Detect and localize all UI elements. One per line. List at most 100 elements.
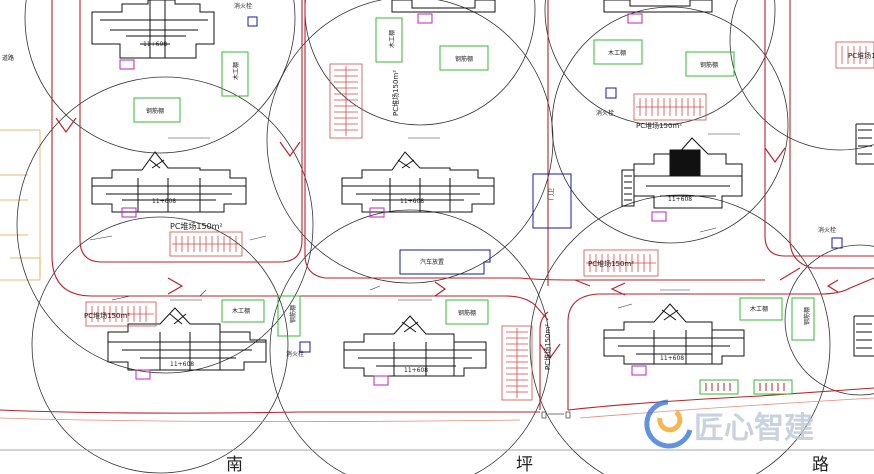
building-top-left <box>91 0 215 59</box>
crane-circle-11 <box>729 0 874 151</box>
rebar-shed-4 <box>277 295 301 337</box>
pc-yard-label-4: PC堆场150m² <box>588 259 634 268</box>
building-lower-center <box>343 315 487 377</box>
tower-crane-bases <box>119 13 667 386</box>
blue-facilities <box>247 16 843 353</box>
crane-base-6 <box>651 211 667 222</box>
rebar-shed-1 <box>133 97 181 123</box>
residential-buildings <box>91 0 874 377</box>
pc-yard-label-7: PC堆场150m² <box>848 51 874 60</box>
pc-yard-1 <box>169 231 243 257</box>
pc-yard-2 <box>329 63 363 139</box>
pc-yard-label-1: PC堆场150m² <box>170 221 223 231</box>
wood-shed-label-4: 木工棚 <box>232 307 250 315</box>
crane-base-4 <box>121 207 137 218</box>
crane-radius-circles <box>16 0 874 474</box>
rebar-shed-label-3: 钢筋棚 <box>700 61 718 69</box>
road-name-char-3: 路 <box>812 455 829 474</box>
rebar-shed-label-5: 钢筋棚 <box>458 309 476 317</box>
crane-circle-10 <box>784 244 874 396</box>
wood-shed-5 <box>739 297 783 321</box>
rebar-shed-6 <box>791 297 815 341</box>
pc-stacking-yards <box>85 41 874 401</box>
building-no-label-1: 11+608 <box>143 41 167 48</box>
rebar-shed-label-6: 钢筋棚 <box>803 307 811 325</box>
pc-yard-6 <box>501 325 533 401</box>
crane-circle-8 <box>269 209 551 474</box>
parking-label: 汽车放置 <box>420 258 444 266</box>
road-name-char-1: 南 <box>226 455 243 474</box>
pc-yard-label-6: PC堆场150m² <box>543 324 552 370</box>
building-top-right <box>603 0 713 13</box>
building-mid-left <box>91 151 247 213</box>
pc-yard-labels: PC堆场150m² PC堆场150m² PC堆场150m² PC堆场150m² … <box>84 51 874 370</box>
building-lower-right <box>603 303 745 365</box>
building-no-label-4: 11+608 <box>668 196 692 203</box>
guard-house <box>532 173 572 229</box>
pc-yard-7 <box>835 41 874 69</box>
crane-base-5 <box>369 207 385 218</box>
water-point-label-3: 消火栓 <box>286 350 304 358</box>
crane-base-1 <box>119 59 135 70</box>
crane-circle-9 <box>529 194 831 474</box>
crane-base-8 <box>373 375 389 386</box>
crane-base-7 <box>135 369 151 380</box>
wood-shed-1 <box>221 51 249 97</box>
pc-yard-label-3: PC堆场150m² <box>636 121 682 130</box>
road-name-char-2: 坪 <box>516 455 533 474</box>
building-no-label-3: 11+608 <box>400 198 424 205</box>
pc-yard-label-2: PC堆场150m² <box>391 70 400 116</box>
south-gate <box>541 411 571 419</box>
crane-circle-7 <box>31 216 289 474</box>
watermark: 匠心智建 <box>644 399 814 449</box>
rebar-shed-3 <box>685 51 735 77</box>
outer-road-lines <box>0 397 874 451</box>
pc-yard-3 <box>633 93 707 121</box>
water-point-3 <box>299 341 311 353</box>
wood-shed-2 <box>375 17 403 63</box>
pc-yard-5 <box>85 301 157 327</box>
crane-base-3 <box>627 13 643 24</box>
edge-label: 道路 <box>2 54 14 62</box>
crane-base-2 <box>417 13 433 24</box>
water-point-label-2: 消火栓 <box>596 109 614 117</box>
crane-circle-1 <box>24 0 296 154</box>
rebar-shed-label-4: 钢筋棚 <box>289 305 297 323</box>
building-no-label-6: 11+608 <box>404 367 428 374</box>
building-right-edge-upper <box>855 123 874 165</box>
parking-area <box>399 249 491 275</box>
blue-facility-labels: 门卫 汽车放置 消火栓 消火栓 消火栓 消火栓 <box>234 2 836 358</box>
building-mid-right <box>621 137 743 209</box>
wood-shed-label-2: 木工棚 <box>388 30 396 48</box>
wood-shed-label-1: 木工棚 <box>232 62 240 80</box>
rebar-shed-2 <box>439 45 489 71</box>
crane-base-9 <box>631 365 647 376</box>
site-roads <box>0 0 874 414</box>
wood-shed-3 <box>593 39 643 65</box>
work-sheds <box>133 17 815 341</box>
water-point-label-4: 消火栓 <box>818 226 836 234</box>
building-top-center <box>391 0 496 13</box>
road-name: 南 坪 路 <box>226 455 829 474</box>
building-no-label-5: 11+608 <box>170 361 194 368</box>
building-no-label-7: 11+608 <box>660 355 684 362</box>
rebar-shed-label-2: 钢筋棚 <box>455 55 473 63</box>
building-number-labels: 11+608 11+608 11+608 11+608 11+608 11+60… <box>143 41 692 374</box>
water-point-1 <box>247 16 258 27</box>
rebar-shed-5 <box>445 299 489 325</box>
watermark-logo-icon <box>644 399 693 449</box>
guard-label: 门卫 <box>547 188 555 200</box>
shed-labels: 木工棚 钢筋棚 木工棚 钢筋棚 木工棚 钢筋棚 木工棚 钢筋棚 钢筋棚 木工棚 … <box>146 30 811 325</box>
building-no-label-2: 11+608 <box>152 198 176 205</box>
crane-circle-6 <box>544 0 776 126</box>
building-right-edge-lower <box>853 315 874 357</box>
pc-yard-4 <box>583 249 659 277</box>
left-boundary <box>0 129 41 281</box>
water-point-2 <box>605 87 617 99</box>
annotation-leaders <box>89 133 740 309</box>
building-mid-center <box>341 151 495 213</box>
pc-yard-label-5: PC堆场150m² <box>84 311 130 320</box>
crane-circle-2 <box>16 76 314 374</box>
road-direction-arrows <box>55 117 839 360</box>
